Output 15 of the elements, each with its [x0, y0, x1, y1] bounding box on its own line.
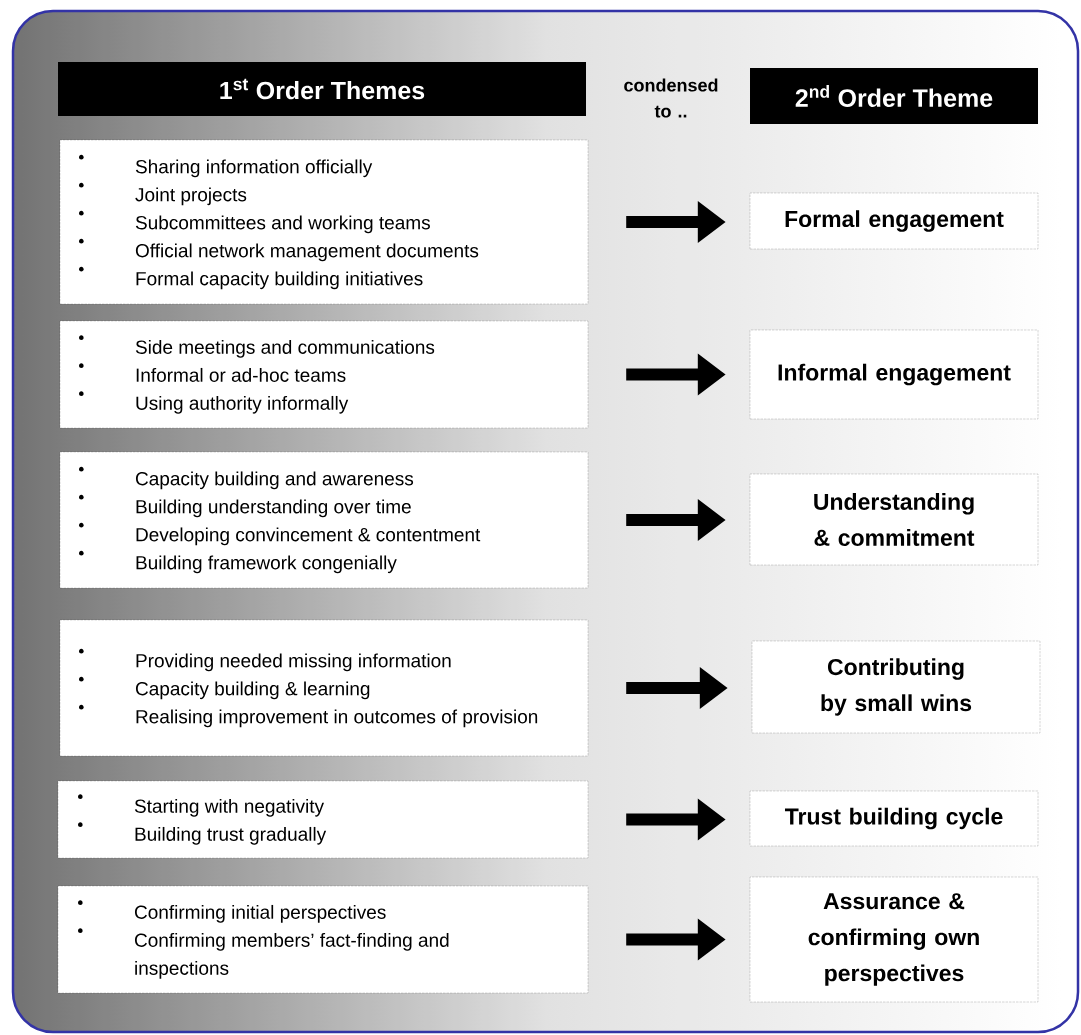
theme-list-box: Providing needed missing information Capacity building & learning Realising improvement in outcomes of provision: [59, 619, 589, 757]
theme-box: Trust building cycle: [749, 790, 1039, 847]
theme-list-box: Side meetings and communications Informal or ad-hoc teams Using authority informally: [59, 320, 589, 429]
annotation-text: condensed to ..: [624, 78, 718, 118]
theme-box: Assurance & confirming own perspectives: [749, 876, 1039, 1003]
theme-list-box: Starting with negativity Building trust gradually: [57, 780, 589, 859]
theme-box: Formal engagement: [749, 192, 1039, 250]
theme-box: Contributing by small wins: [751, 640, 1041, 734]
theme-box: Informal engagement: [749, 329, 1039, 420]
theme-list-box: Capacity building and awareness Building understanding over time Developing convincement & contentment Building framework congenially: [59, 451, 589, 589]
theme-list-box: Sharing information officially Joint projects Subcommittees and working teams Official network management documents Formal capacity building initiatives: [59, 139, 589, 305]
header-bar: 1$^{st}$ Order Themes: [58, 62, 586, 116]
theme-list-box: Confirming initial perspectives Confirming members’ fact-finding and inspections: [57, 885, 589, 994]
theme-box: Understanding & commitment: [749, 473, 1039, 566]
header-bar: 2$^{nd}$ Order Theme: [750, 68, 1038, 124]
